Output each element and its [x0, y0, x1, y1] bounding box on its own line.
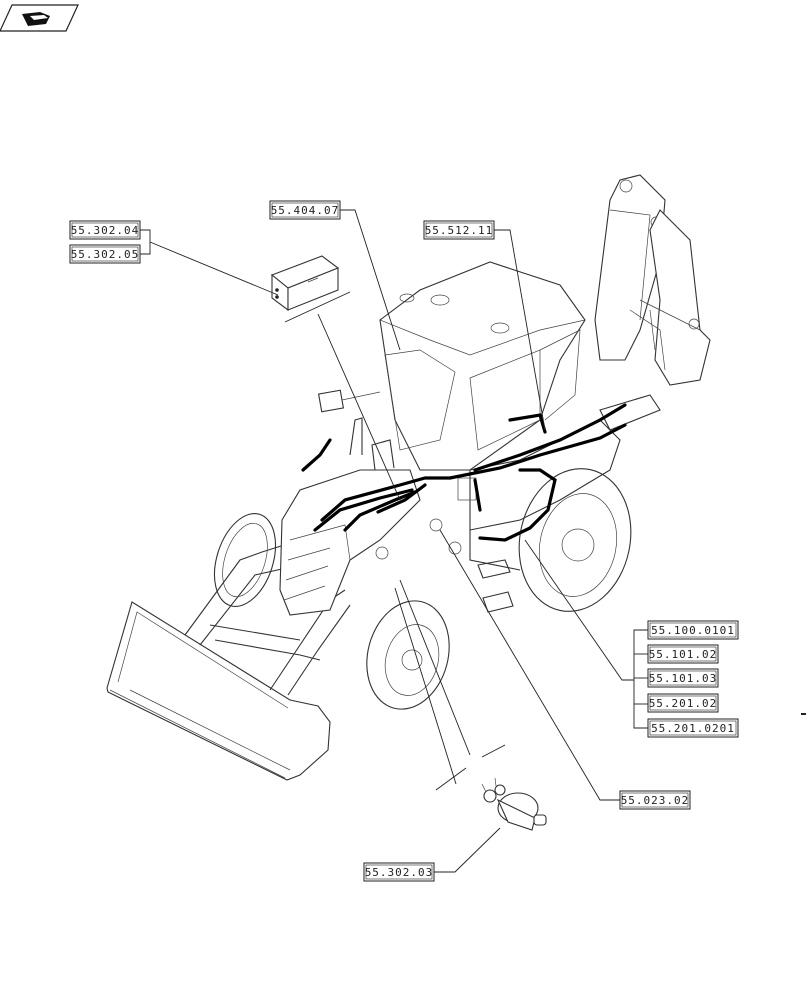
svg-text:55.512.11: 55.512.11 — [425, 224, 494, 237]
book-page-icon[interactable] — [0, 4, 79, 32]
ref-label-55-302-03[interactable]: 55.302.03 — [363, 862, 435, 882]
edge-mark — [801, 713, 806, 715]
ref-label-55-201-02[interactable]: 55.201.02 — [647, 693, 719, 713]
svg-text:55.100.0101: 55.100.0101 — [651, 624, 735, 637]
svg-text:55.201.0201: 55.201.0201 — [651, 722, 735, 735]
svg-text:55.023.02: 55.023.02 — [621, 794, 690, 807]
leader-lines — [140, 209, 648, 873]
ref-label-55-023-02[interactable]: 55.023.02 — [619, 790, 691, 810]
svg-text:55.101.02: 55.101.02 — [649, 648, 718, 661]
svg-text:55.404.07: 55.404.07 — [271, 204, 340, 217]
electronic-module — [270, 255, 351, 323]
cut-marker — [435, 767, 467, 791]
cut-marker — [481, 744, 506, 758]
ref-label-55-101-03[interactable]: 55.101.03 — [647, 668, 719, 688]
ref-label-55-302-05[interactable]: 55.302.05 — [69, 244, 141, 264]
svg-text:55.302.04: 55.302.04 — [71, 224, 140, 237]
svg-text:55.302.03: 55.302.03 — [365, 866, 434, 879]
ref-label-55-404-07[interactable]: 55.404.07 — [269, 200, 341, 220]
svg-text:55.201.02: 55.201.02 — [649, 697, 718, 710]
ref-label-55-302-04[interactable]: 55.302.04 — [69, 220, 141, 240]
ref-label-55-201-0201[interactable]: 55.201.0201 — [647, 718, 739, 738]
svg-text:55.101.03: 55.101.03 — [649, 672, 718, 685]
wiring-harness — [301, 403, 627, 542]
svg-text:55.302.05: 55.302.05 — [71, 248, 140, 261]
ref-label-55-100-0101[interactable]: 55.100.0101 — [647, 620, 739, 640]
ref-label-55-101-02[interactable]: 55.101.02 — [647, 644, 719, 664]
ref-label-55-512-11[interactable]: 55.512.11 — [423, 220, 495, 240]
horn-component — [481, 777, 547, 831]
backhoe-loader-drawing — [106, 174, 711, 781]
